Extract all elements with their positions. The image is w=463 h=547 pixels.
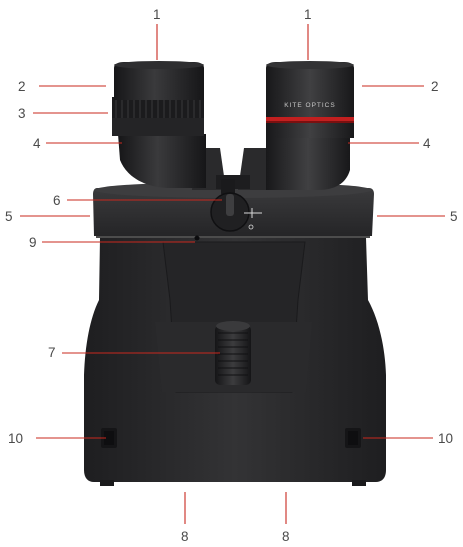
callout-1-right: 1 — [304, 7, 312, 22]
accent-ring — [266, 117, 354, 121]
callout-5-left: 5 — [5, 209, 13, 224]
callout-2-right: 2 — [431, 79, 439, 94]
callout-7: 7 — [48, 345, 56, 360]
callout-5-right: 5 — [450, 209, 458, 224]
strap-lug-left — [101, 428, 117, 448]
callout-4-left: 4 — [33, 136, 41, 151]
callout-4-right: 4 — [423, 136, 431, 151]
callout-numbers: 1 1 2 2 3 4 4 5 5 6 7 8 8 9 10 10 — [5, 7, 458, 544]
callout-2-left: 2 — [18, 79, 26, 94]
pin-indicator — [194, 235, 200, 241]
eyecup-left — [112, 61, 206, 188]
callout-3-left: 3 — [18, 106, 26, 121]
leader-lines — [20, 24, 445, 524]
callout-8-right: 8 — [282, 529, 290, 544]
focus-wheel — [215, 321, 251, 385]
diopter-dial — [210, 179, 262, 232]
callout-8-left: 8 — [181, 529, 189, 544]
callout-9: 9 — [29, 235, 37, 250]
callout-10-left: 10 — [8, 431, 23, 446]
diopter-ring-knurl-left — [115, 99, 201, 118]
callout-1-left: 1 — [153, 7, 161, 22]
callout-6: 6 — [53, 193, 61, 208]
eyecup-right: KITE OPTICS — [266, 61, 354, 190]
callout-10-right: 10 — [438, 431, 453, 446]
brand-lettering: KITE OPTICS — [284, 102, 335, 109]
strap-lug-right — [345, 428, 361, 448]
